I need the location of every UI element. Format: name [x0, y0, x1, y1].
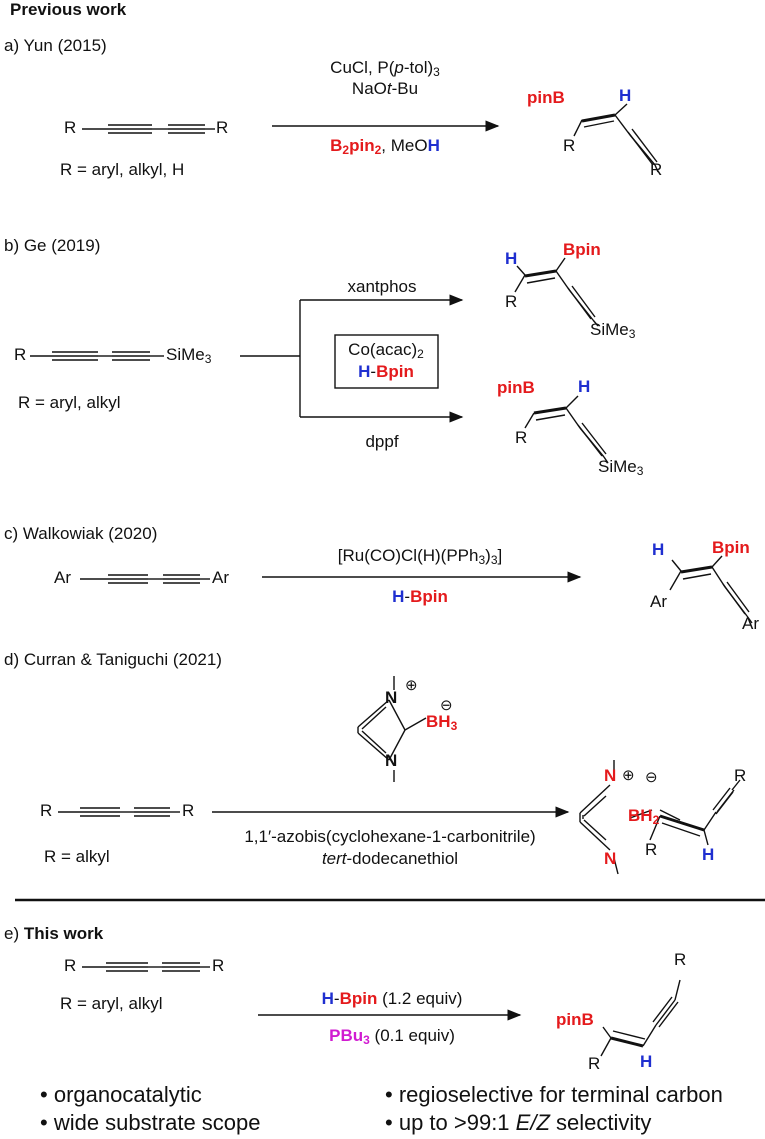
- d-nhc-plus: ⊕: [405, 677, 418, 694]
- b-bot-r: R: [515, 428, 528, 447]
- c-substrate-ar1: Ar: [54, 568, 71, 587]
- a-substrate-r1: R: [64, 118, 77, 137]
- c-product-h: H: [652, 540, 665, 559]
- bullet-ez-selectivity: • up to >99:1 E/Z selectivity: [385, 1110, 652, 1135]
- d-nhc-n2: N: [385, 751, 398, 770]
- diyne-c: [80, 574, 210, 584]
- b-bot-pinb: pinB: [497, 378, 535, 397]
- diyne-b: [30, 351, 164, 361]
- product-b-bottom: [524, 395, 609, 464]
- b-top-h: H: [505, 249, 518, 268]
- b-lower-ligand: dppf: [365, 432, 399, 451]
- a-condition-2: NaOt-Bu: [351, 79, 419, 98]
- d-product-bh2: BH2: [628, 806, 660, 827]
- b-bot-h: H: [578, 377, 591, 396]
- product-d: [579, 760, 741, 875]
- b-r-definition: R = aryl, alkyl: [18, 393, 121, 412]
- c-product-bpin: Bpin: [712, 538, 750, 557]
- a-condition-3: B2pin2, MeOH: [330, 136, 440, 157]
- e-product-pinb: pinB: [556, 1010, 594, 1029]
- b-upper-ligand: xantphos: [347, 277, 417, 296]
- section-d-label: d) Curran & Taniguchi (2021): [4, 650, 222, 669]
- d-product-r-top: R: [734, 766, 747, 785]
- d-product-r-left: R: [645, 840, 658, 859]
- a-product-h: H: [619, 86, 632, 105]
- product-b-top: [514, 257, 599, 327]
- a-product-r1: R: [563, 136, 576, 155]
- branch-b: [240, 294, 464, 423]
- c-reagent: H-Bpin: [392, 587, 448, 606]
- section-b-label: b) Ge (2019): [4, 236, 101, 255]
- e-substrate-r1: R: [64, 956, 77, 975]
- a-condition-1: CuCl, P(p-tol)3: [330, 58, 440, 79]
- diyne-a: [82, 124, 215, 134]
- diyne-e: [82, 962, 210, 972]
- d-condition-2: tert-dodecanethiol: [321, 849, 459, 868]
- d-product-plus: ⊕: [622, 767, 635, 784]
- b-box-line2: H-Bpin: [358, 362, 414, 381]
- a-product-r2: R: [650, 160, 663, 179]
- c-product-ar2: Ar: [742, 614, 759, 633]
- a-substrate-r2: R: [216, 118, 229, 137]
- product-a: [573, 103, 659, 173]
- a-product-pinb: pinB: [527, 88, 565, 107]
- b-top-sime3: SiMe3: [590, 320, 636, 341]
- product-e: [600, 979, 681, 1057]
- b-substrate-sime3: SiMe3: [166, 345, 212, 366]
- bullet-organocatalytic: • organocatalytic: [40, 1082, 202, 1107]
- b-bot-sime3: SiMe3: [598, 457, 644, 478]
- section-e-label: e) This work: [4, 924, 104, 943]
- c-catalyst: [Ru(CO)Cl(H)(PPh3)3]: [337, 546, 503, 567]
- a-r-definition: R = aryl, alkyl, H: [60, 160, 185, 179]
- d-product-n1: N: [604, 766, 617, 785]
- e-product-r-top: R: [674, 950, 687, 969]
- bullet-substrate-scope: • wide substrate scope: [40, 1110, 261, 1135]
- catalyst-box: [334, 334, 439, 389]
- d-product-minus: ⊖: [645, 769, 658, 786]
- c-substrate-ar2: Ar: [212, 568, 229, 587]
- d-substrate-r1: R: [40, 801, 53, 820]
- section-a-label: a) Yun (2015): [4, 36, 107, 55]
- product-c: [669, 555, 753, 624]
- d-condition-1: 1,1′-azobis(cyclohexane-1-carbonitrile): [244, 827, 536, 846]
- b-box-line1: Co(acac)2: [348, 340, 424, 361]
- diyne-d: [58, 807, 180, 817]
- nhc-borane: [357, 676, 427, 782]
- e-product-h: H: [640, 1052, 653, 1071]
- section-c-label: c) Walkowiak (2020): [4, 524, 158, 543]
- bullet-regioselective: • regioselective for terminal carbon: [385, 1082, 723, 1107]
- e-r-definition: R = aryl, alkyl: [60, 994, 163, 1013]
- d-substrate-r2: R: [182, 801, 195, 820]
- b-substrate-r: R: [14, 345, 27, 364]
- d-product-n2: N: [604, 849, 617, 868]
- d-r-definition: R = alkyl: [44, 847, 110, 866]
- e-reagent: H-Bpin (1.2 equiv): [321, 989, 463, 1008]
- e-catalyst: PBu3 (0.1 equiv): [329, 1026, 455, 1047]
- d-nhc-minus: ⊖: [440, 697, 453, 714]
- d-nhc-n1: N: [385, 688, 398, 707]
- b-top-bpin: Bpin: [563, 240, 601, 259]
- header-previous-work: Previous work: [10, 0, 127, 19]
- e-substrate-r2: R: [212, 956, 225, 975]
- d-product-h: H: [702, 845, 715, 864]
- e-product-r-left: R: [588, 1054, 601, 1073]
- d-nhc-bh3: BH3: [426, 712, 458, 733]
- b-top-r: R: [505, 292, 518, 311]
- c-product-ar1: Ar: [650, 592, 667, 611]
